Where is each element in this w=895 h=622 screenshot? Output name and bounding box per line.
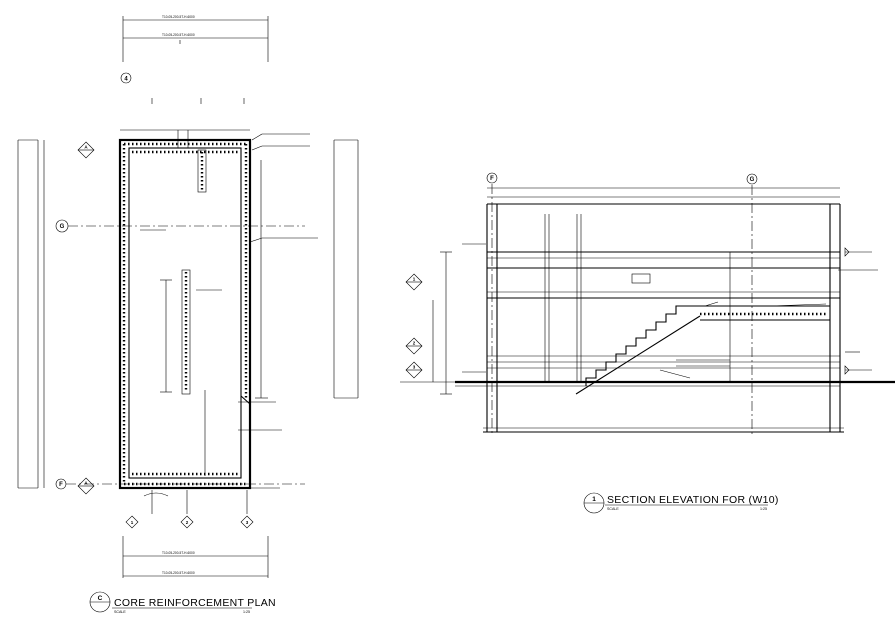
svg-text:SCALE: SCALE bbox=[114, 610, 126, 614]
elevation-levels bbox=[455, 251, 895, 387]
grid-line-g: G bbox=[55, 219, 305, 233]
staircase bbox=[575, 305, 830, 395]
grid-bubble-g: G bbox=[746, 173, 758, 185]
plan-marker-label: C bbox=[98, 595, 103, 602]
svg-text:F: F bbox=[490, 176, 494, 182]
grid-4-label: 4 bbox=[124, 76, 128, 82]
elevation-marker-label: 1 bbox=[592, 496, 596, 503]
svg-text:T10-05-200-5T-H-6000: T10-05-200-5T-H-6000 bbox=[162, 15, 195, 19]
elevation-right-levels bbox=[838, 247, 878, 375]
elevation-rebars bbox=[544, 214, 731, 382]
core-walls bbox=[118, 138, 252, 490]
elevation-left-marks: 1 2 3 bbox=[405, 273, 423, 379]
svg-text:2: 2 bbox=[186, 520, 189, 525]
elevation-annotations bbox=[659, 301, 827, 379]
plan-annotations bbox=[140, 133, 318, 489]
plan-bottom-dimensions: T10-05-200-5T-H-6000 T10-05-200-5T-H-600… bbox=[122, 536, 269, 578]
svg-text:T10-05-200-5T-H-6000: T10-05-200-5T-H-6000 bbox=[162, 33, 195, 37]
svg-text:2: 2 bbox=[413, 341, 416, 346]
svg-text:T10-05-200-5T-H-6000: T10-05-200-5T-H-6000 bbox=[162, 571, 195, 575]
svg-text:F: F bbox=[59, 482, 63, 488]
grid-bubble-4: 4 bbox=[120, 72, 132, 84]
section-marker-bottom: A bbox=[77, 477, 95, 495]
svg-text:1:25: 1:25 bbox=[760, 507, 767, 511]
svg-text:G: G bbox=[750, 177, 755, 183]
svg-text:3: 3 bbox=[246, 520, 249, 525]
svg-text:T10-05-200-5T-H-6000: T10-05-200-5T-H-6000 bbox=[162, 551, 195, 555]
svg-text:A: A bbox=[84, 145, 88, 150]
plan-bottom-marks: 1 2 3 bbox=[125, 490, 254, 529]
grid-bubble-f: F bbox=[486, 172, 498, 184]
svg-text:SCALE: SCALE bbox=[607, 507, 619, 511]
plan-title: CORE REINFORCEMENT PLAN bbox=[114, 597, 276, 609]
rebar-bands bbox=[160, 149, 268, 476]
plan-top-dimensions: T10-05-200-5T-H-6000 T10-05-200-5T-H-600… bbox=[122, 15, 269, 62]
core-reinforcement-plan: T10-05-200-5T-H-6000 T10-05-200-5T-H-600… bbox=[17, 15, 359, 614]
elevation-walls bbox=[483, 203, 844, 433]
section-elevation: F G bbox=[400, 172, 895, 514]
svg-text:G: G bbox=[60, 224, 65, 230]
svg-text:1:25: 1:25 bbox=[243, 610, 250, 614]
elevation-left-dims bbox=[400, 243, 486, 395]
svg-text:3: 3 bbox=[413, 365, 416, 370]
elevation-label-box bbox=[631, 273, 651, 284]
svg-text:A: A bbox=[84, 481, 88, 486]
plan-side-dimensions bbox=[17, 139, 359, 489]
section-marker-top: A bbox=[77, 141, 95, 159]
elevation-title-block: 1 SECTION ELEVATION FOR (W10) SCALE 1:25 bbox=[583, 492, 779, 514]
plan-title-block: C CORE REINFORCEMENT PLAN SCALE 1:25 bbox=[89, 591, 276, 614]
grid-line-f: F bbox=[55, 478, 305, 490]
svg-text:1: 1 bbox=[413, 277, 416, 282]
svg-text:1: 1 bbox=[131, 520, 134, 525]
elevation-title: SECTION ELEVATION FOR (W10) bbox=[607, 494, 779, 506]
